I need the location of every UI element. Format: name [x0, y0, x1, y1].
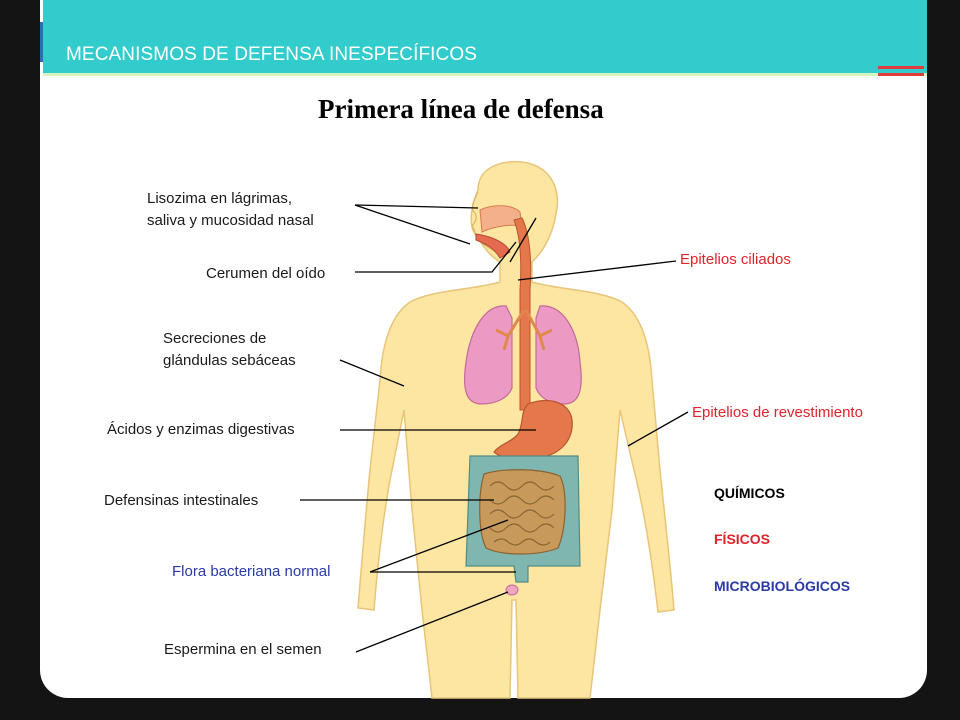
label-secreciones-line2: glándulas sebáceas — [163, 352, 296, 369]
small-intestine-loops — [489, 481, 555, 546]
header-accent-right-top — [878, 66, 924, 69]
right-lung — [535, 305, 582, 405]
label-epitelios-ciliados: Epitelios ciliados — [680, 251, 791, 268]
label-espermina: Espermina en el semen — [164, 641, 322, 658]
label-defensinas: Defensinas intestinales — [104, 492, 259, 509]
header-title: MECANISMOS DE DEFENSA INESPECÍFICOS — [66, 44, 478, 65]
legend-fisicos: FÍSICOS — [714, 531, 771, 547]
label-acidos: Ácidos y enzimas digestivas — [107, 421, 295, 438]
legend-quimicos: QUÍMICOS — [714, 485, 785, 501]
bronchi — [495, 309, 553, 351]
label-secreciones-line1: Secreciones de — [163, 330, 267, 347]
oral-cavity — [475, 233, 511, 259]
header-accent-left — [40, 22, 43, 62]
label-cerumen: Cerumen del oído — [206, 265, 326, 282]
diagram-title: Primera línea de defensa — [318, 94, 604, 124]
leader-lines — [300, 204, 689, 653]
legend-microbiologicos: MICROBIOLÓGICOS — [714, 578, 851, 594]
header-band — [43, 0, 927, 73]
small-intestine — [479, 469, 566, 555]
genital-organ — [505, 584, 519, 596]
header-accent-right-bottom — [878, 73, 924, 76]
header-divider — [43, 73, 927, 76]
label-flora: Flora bacteriana normal — [172, 563, 331, 580]
label-epitelios-revestimiento: Epitelios de revestimiento — [692, 404, 863, 421]
label-lisozima-line2: saliva y mucosidad nasal — [147, 212, 314, 229]
label-lisozima-line1: Lisozima en lágrimas, — [147, 190, 293, 207]
